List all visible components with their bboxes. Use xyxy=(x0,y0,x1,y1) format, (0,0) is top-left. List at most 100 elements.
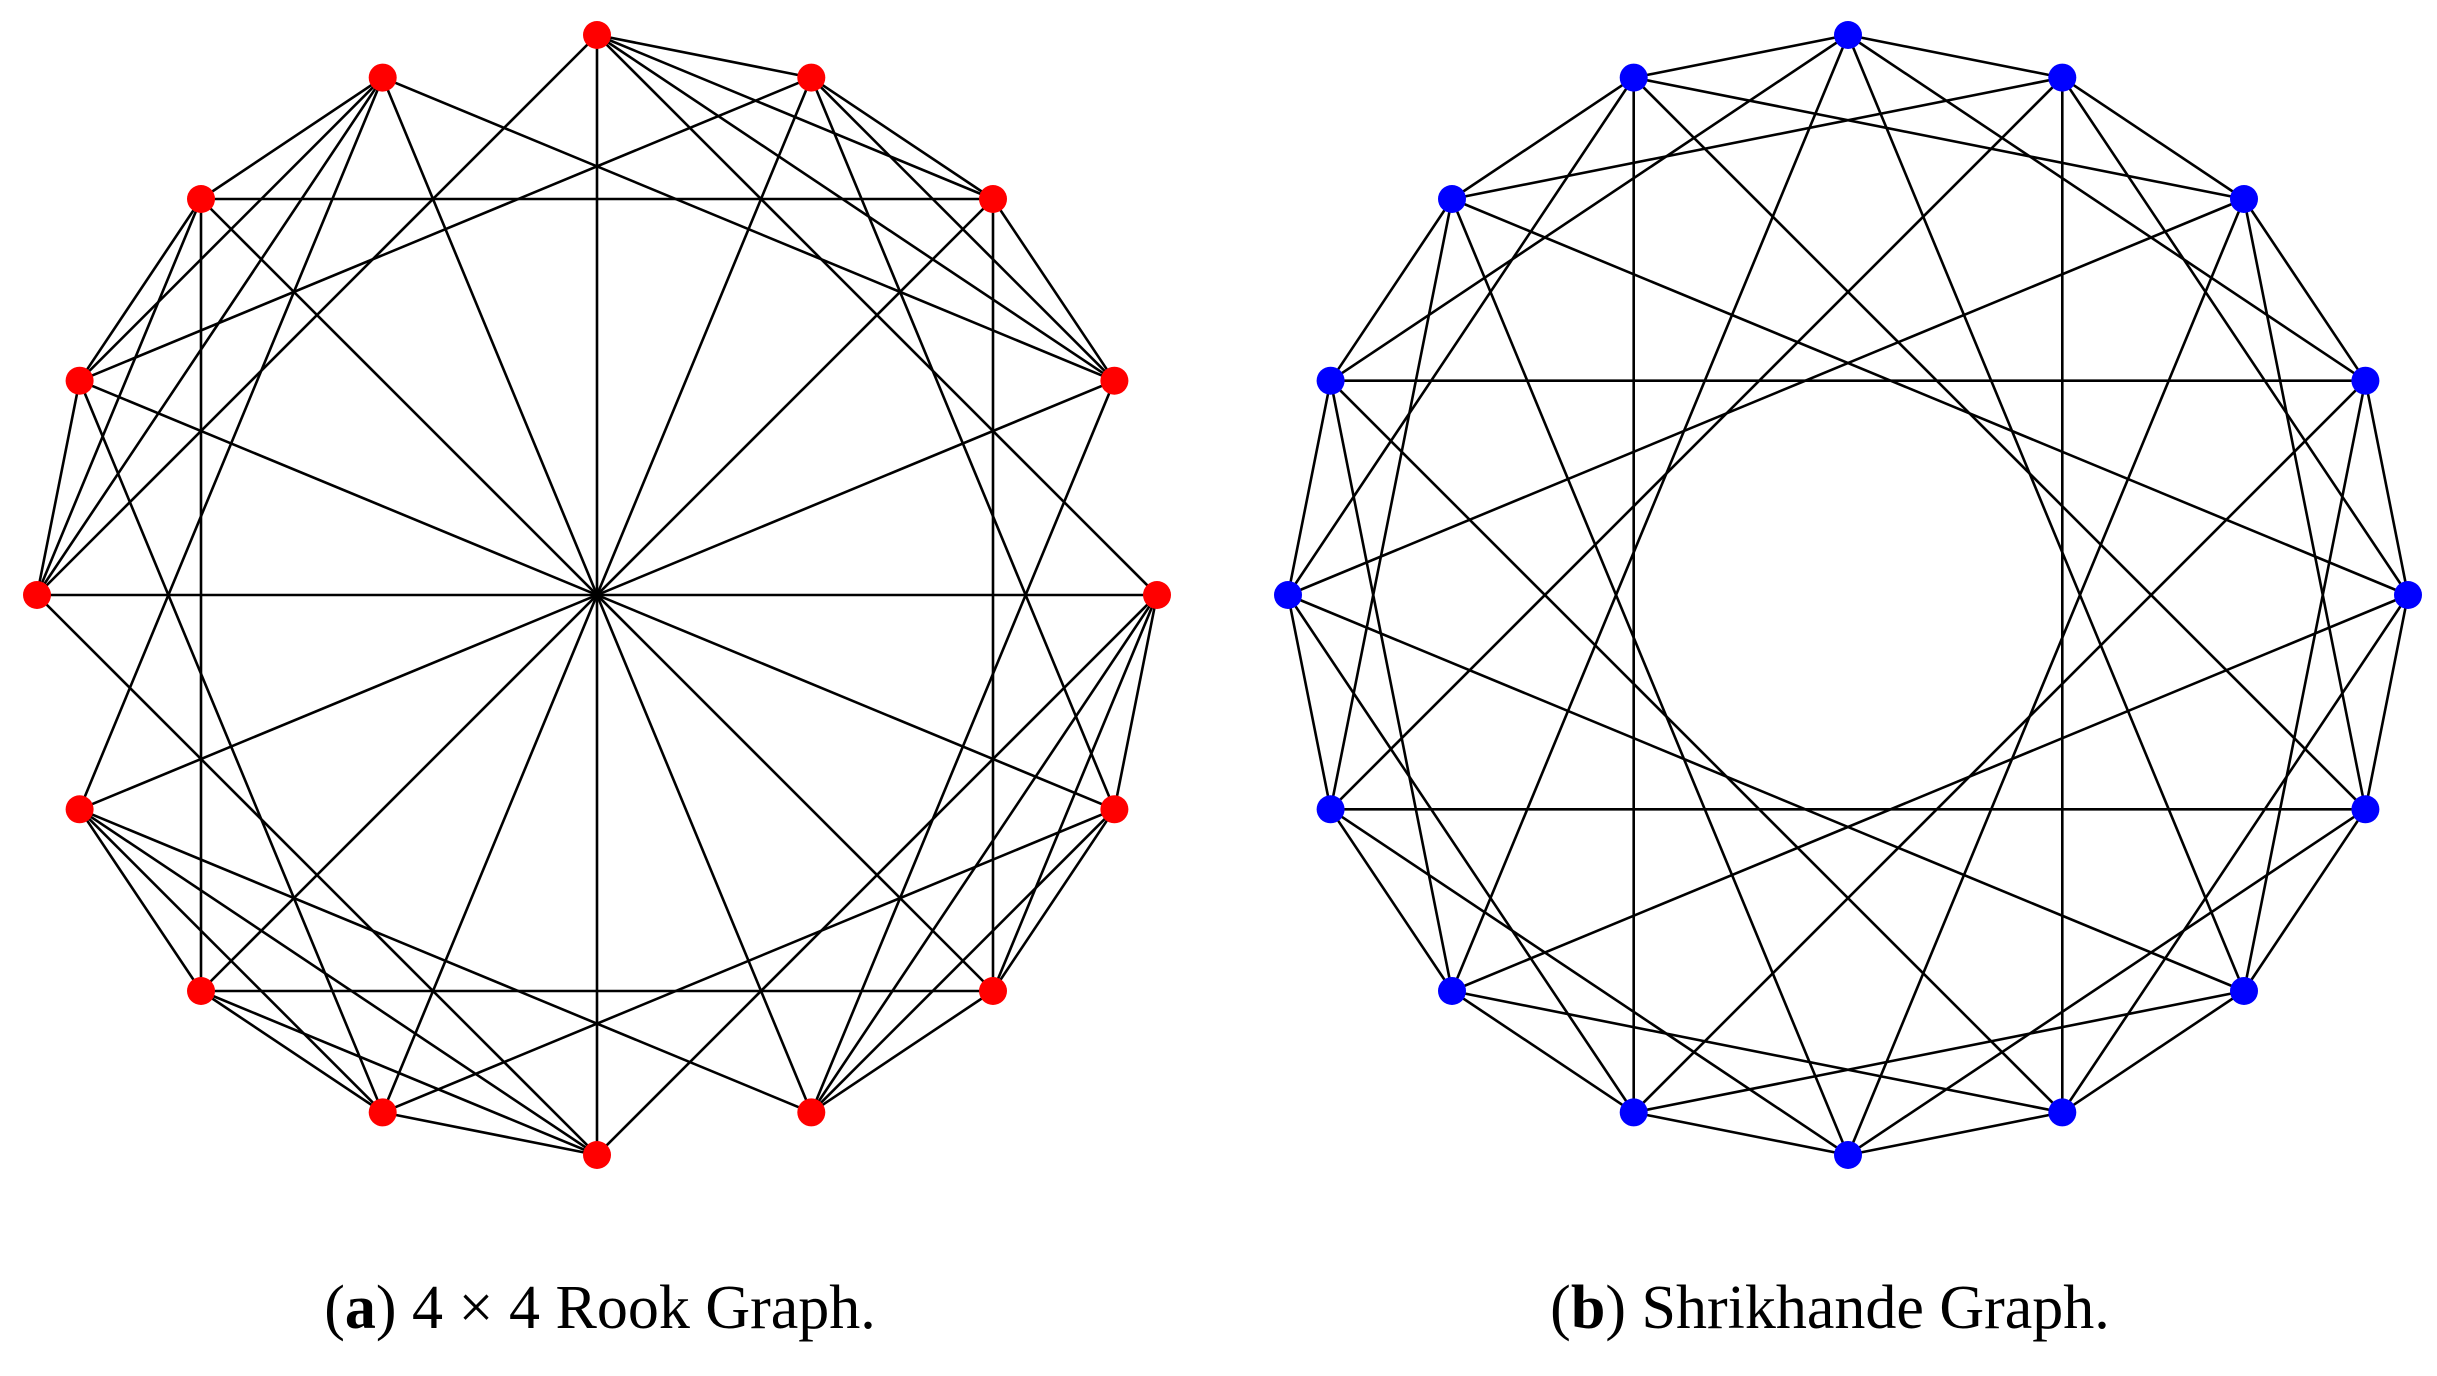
node-a-10 xyxy=(187,977,215,1005)
node-a-3 xyxy=(1100,366,1129,395)
edge-b-6-7 xyxy=(2061,989,2245,1114)
node-b-2 xyxy=(2230,185,2258,213)
edge-b-8-9 xyxy=(1633,1111,1849,1157)
shrikhande-graph-nodes xyxy=(1274,21,2422,1169)
edge-b-8-11 xyxy=(1329,808,1849,1157)
edge-a-3-15 xyxy=(382,76,1115,382)
edge-b-11-12 xyxy=(1286,594,1332,810)
edge-b-0-13 xyxy=(1329,33,1849,382)
edge-b-7-8 xyxy=(1847,1111,2063,1157)
edge-b-5-6 xyxy=(2242,808,2367,992)
edge-a-11-15 xyxy=(78,77,384,810)
edge-a-1-2 xyxy=(810,76,994,201)
node-a-14 xyxy=(187,185,215,213)
node-a-9 xyxy=(368,1098,397,1127)
edge-b-6-12 xyxy=(1287,593,2245,993)
node-a-7 xyxy=(797,1098,826,1127)
edge-b-7-10 xyxy=(1451,989,2063,1114)
caption-text-a: 4 × 4 Rook Graph. xyxy=(412,1274,876,1342)
edge-a-8-9 xyxy=(382,1111,598,1157)
node-b-6 xyxy=(2230,977,2258,1005)
edge-a-12-15 xyxy=(35,76,384,596)
node-b-8 xyxy=(1834,1141,1862,1169)
edge-b-0-6 xyxy=(1846,34,2246,992)
edge-a-9-13 xyxy=(78,380,384,1113)
node-a-6 xyxy=(979,977,1007,1005)
node-a-13 xyxy=(65,366,94,395)
node-b-14 xyxy=(1438,185,1466,213)
edge-b-12-13 xyxy=(1286,380,1332,596)
edge-a-10-11 xyxy=(78,808,203,992)
node-b-3 xyxy=(2351,366,2380,395)
edge-b-1-14 xyxy=(1451,76,2063,201)
node-b-11 xyxy=(1316,795,1345,824)
edge-a-6-7 xyxy=(810,989,994,1114)
edge-b-0-10 xyxy=(1450,34,1850,992)
edge-a-12-13 xyxy=(35,380,81,596)
edge-a-0-3 xyxy=(596,33,1116,382)
node-b-5 xyxy=(2351,795,2380,824)
edge-a-12-14 xyxy=(35,198,203,596)
caption-rook-graph: (a) 4 × 4 Rook Graph. xyxy=(324,1274,876,1342)
edge-a-7-15 xyxy=(381,77,813,1113)
edge-b-9-10 xyxy=(1451,989,1635,1114)
node-b-12 xyxy=(1274,581,1302,609)
edge-b-1-11 xyxy=(1329,76,2064,811)
node-b-7 xyxy=(2048,1098,2077,1127)
edge-a-5-6 xyxy=(991,808,1116,992)
node-b-4 xyxy=(2394,581,2422,609)
edge-a-8-11 xyxy=(78,808,598,1157)
rook-graph-nodes xyxy=(23,21,1171,1169)
edge-a-2-3 xyxy=(991,198,1116,382)
edge-b-2-15 xyxy=(1633,76,2245,201)
edge-b-12-15 xyxy=(1286,76,1635,596)
edge-a-13-14 xyxy=(78,198,203,382)
node-b-0 xyxy=(1834,21,1862,49)
edge-b-2-12 xyxy=(1287,197,2245,597)
caption-shrikhande-graph: (b) Shrikhande Graph. xyxy=(1550,1274,2110,1342)
edge-b-11-14 xyxy=(1329,198,1454,810)
edge-b-10-13 xyxy=(1329,380,1454,992)
node-b-15 xyxy=(1619,63,1648,92)
edge-a-9-11 xyxy=(78,808,384,1114)
shrikhande-graph-edges xyxy=(1286,33,2410,1157)
edge-b-14-15 xyxy=(1451,76,1635,201)
edge-b-2-3 xyxy=(2242,198,2367,382)
edge-b-4-7 xyxy=(2061,594,2410,1114)
edge-b-0-1 xyxy=(1847,33,2063,79)
node-a-2 xyxy=(979,185,1007,213)
edge-b-3-4 xyxy=(2364,380,2410,596)
edge-a-13-15 xyxy=(78,76,384,382)
edge-b-13-14 xyxy=(1329,198,1454,382)
edge-b-4-10 xyxy=(1451,593,2409,993)
node-a-1 xyxy=(797,63,826,92)
edge-a-14-15 xyxy=(200,76,384,201)
node-a-12 xyxy=(23,581,51,609)
edge-b-2-8 xyxy=(1846,198,2246,1156)
edge-a-9-10 xyxy=(200,989,384,1114)
edge-a-8-10 xyxy=(200,989,598,1157)
node-a-0 xyxy=(583,21,611,49)
edge-b-3-6 xyxy=(2242,380,2367,992)
edge-b-5-8 xyxy=(1847,808,2367,1157)
edge-b-6-9 xyxy=(1633,989,2245,1114)
rook-graph-4x4 xyxy=(23,21,1171,1169)
caption-letter-b: b xyxy=(1570,1274,1606,1342)
caption-text-b: Shrikhande Graph. xyxy=(1641,1274,2110,1342)
node-b-13 xyxy=(1316,366,1345,395)
edge-b-9-12 xyxy=(1286,594,1635,1114)
edge-b-0-3 xyxy=(1847,33,2367,382)
node-a-4 xyxy=(1143,581,1171,609)
rook-graph-edges xyxy=(35,33,1159,1157)
edge-b-10-11 xyxy=(1329,808,1454,992)
node-b-9 xyxy=(1619,1098,1648,1127)
edge-b-4-5 xyxy=(2364,594,2410,810)
edge-b-4-14 xyxy=(1451,197,2409,597)
edge-b-7-13 xyxy=(1329,379,2064,1114)
edge-b-5-15 xyxy=(1632,76,2367,811)
node-a-8 xyxy=(583,1141,611,1169)
edge-b-1-4 xyxy=(2061,76,2410,596)
edge-a-0-1 xyxy=(596,33,812,79)
edge-b-3-9 xyxy=(1632,379,2367,1114)
